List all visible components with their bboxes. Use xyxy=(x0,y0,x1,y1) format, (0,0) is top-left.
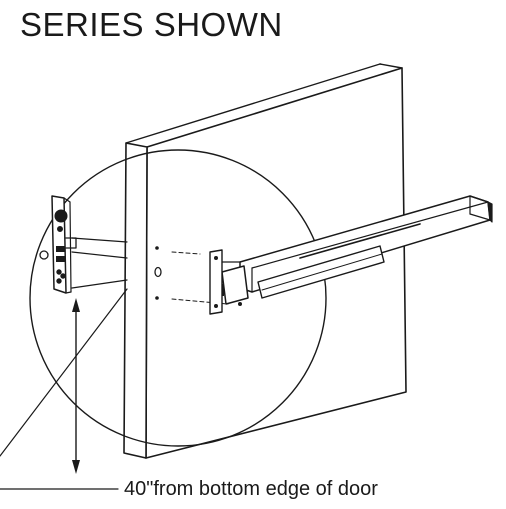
strike-roller-icon xyxy=(54,209,68,223)
mechanism-head xyxy=(221,265,249,305)
dimension-caption: 40"from bottom edge of door xyxy=(124,478,378,500)
strike-plate xyxy=(39,195,77,294)
door-top-edge xyxy=(125,63,381,144)
projection-lines xyxy=(71,237,128,289)
mounting-bracket xyxy=(209,249,223,315)
detail-circle xyxy=(29,149,327,447)
push-bar-exit-device xyxy=(209,195,493,315)
dimension-40-inch xyxy=(72,298,80,474)
mounting-holes xyxy=(154,246,229,305)
arrow-down-icon xyxy=(72,460,80,474)
end-cap xyxy=(469,195,493,223)
leader-lines xyxy=(0,288,128,490)
door-edge xyxy=(123,142,148,459)
diagram-title: SERIES SHOWN xyxy=(20,6,283,43)
arrow-up-icon xyxy=(72,298,80,312)
